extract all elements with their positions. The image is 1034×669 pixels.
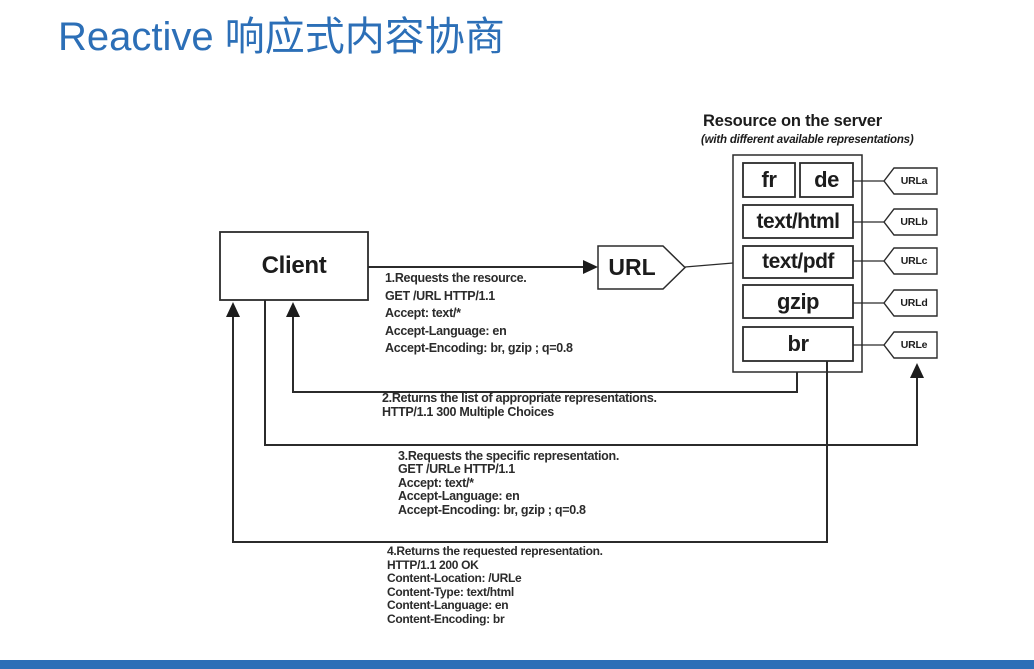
arrow-1-arrowhead-icon — [583, 260, 598, 274]
url-tag-d-label: URLd — [900, 297, 928, 309]
server-heading: Resource on the server — [703, 112, 883, 130]
message-3-request-specific: 3.Requests the specific representation. … — [398, 449, 620, 517]
rep-box-textpdf — [742, 245, 854, 279]
rep-box-fr — [742, 162, 796, 198]
arrow-4-arrowhead-icon — [226, 302, 240, 317]
url-tag-d-shape — [883, 289, 938, 317]
arrow-4-line — [232, 316, 828, 543]
client-box-shape — [219, 231, 369, 301]
url-tag-b-label: URLb — [900, 216, 928, 228]
message-line: Accept: text/* — [385, 306, 461, 320]
arrow-3-line — [264, 300, 918, 446]
message-line: Content-Type: text/html — [387, 584, 514, 599]
message-4-returns-representation: 4.Returns the requested representation. … — [387, 544, 603, 626]
url-tag-e-shape — [883, 331, 938, 359]
rep-label-de: de — [814, 167, 839, 192]
message-line: 2.Returns the list of appropriate repres… — [382, 391, 657, 405]
message-line: Accept: text/* — [398, 475, 474, 490]
url-tag-a-shape — [883, 167, 938, 195]
message-line: Content-Language: en — [387, 598, 509, 612]
message-line: HTTP/1.1 200 OK — [387, 557, 479, 572]
rep-box-de — [799, 162, 854, 198]
rep-label-gzip: gzip — [777, 288, 820, 314]
rep-label-textpdf: text/pdf — [762, 250, 834, 273]
message-line: GET /URLe HTTP/1.1 — [398, 462, 515, 477]
arrow-2-line — [292, 316, 798, 393]
arrow-2-arrowhead-icon — [286, 302, 300, 317]
message-line: Accept-Encoding: br, gzip ; q=0.8 — [385, 341, 573, 355]
footer-accent-bar — [0, 660, 1034, 669]
message-line: Accept-Encoding: br, gzip ; q=0.8 — [398, 502, 586, 517]
url-to-server-line — [684, 262, 734, 268]
url-tag-c-shape — [883, 247, 938, 275]
client-label: Client — [261, 252, 327, 279]
url-node-shape — [597, 245, 687, 290]
message-line: 4.Returns the requested representation. — [387, 544, 603, 558]
url-tag-e-label: URLe — [900, 339, 928, 351]
message-line: GET /URL HTTP/1.1 — [385, 288, 495, 303]
rep-label-fr: fr — [761, 167, 777, 192]
message-line: 3.Requests the specific representation. — [398, 449, 620, 463]
server-subheading: (with different available representation… — [701, 134, 914, 146]
message-line: Accept-Language: en — [385, 323, 507, 338]
rep-label-texthtml: text/html — [756, 209, 840, 233]
rep-label-br: br — [787, 331, 810, 356]
message-1-request-resource: 1.Requests the resource. GET /URL HTTP/1… — [385, 270, 573, 358]
arrow-3-arrowhead-icon — [910, 363, 924, 378]
message-line: Content-Encoding: br — [387, 611, 505, 626]
rep-box-gzip — [742, 284, 854, 319]
url-tag-a-label: URLa — [900, 175, 928, 187]
page-title: Reactive 响应式内容协商 — [58, 15, 505, 59]
message-line: HTTP/1.1 300 Multiple Choices — [382, 404, 554, 419]
message-line: Accept-Language: en — [398, 489, 520, 504]
url-node-label: URL — [608, 254, 656, 280]
message-line: 1.Requests the resource. — [385, 271, 527, 285]
message-line: Content-Location: /URLe — [387, 571, 522, 585]
rep-box-texthtml — [742, 204, 854, 239]
message-2-returns-list: 2.Returns the list of appropriate repres… — [382, 391, 657, 419]
url-tag-c-label: URLc — [900, 255, 928, 267]
url-tag-b-shape — [883, 208, 938, 236]
rep-box-br — [742, 326, 854, 362]
